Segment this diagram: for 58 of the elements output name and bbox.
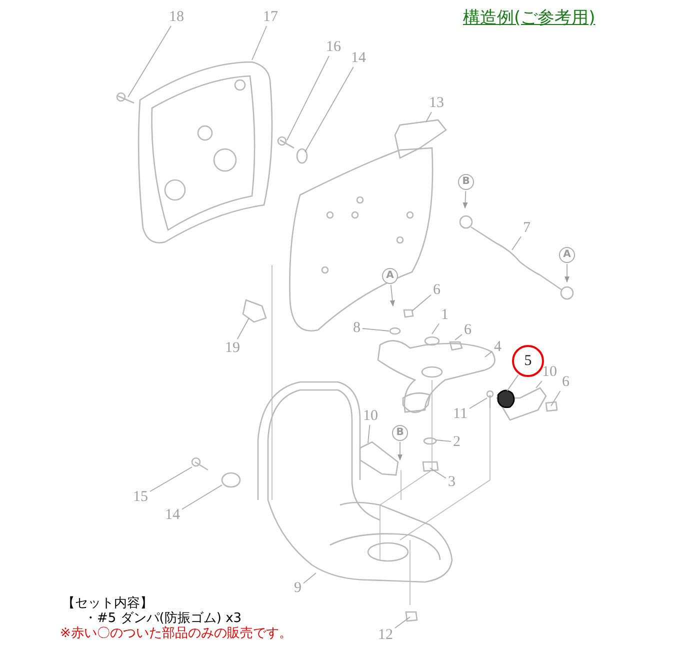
leader-line (432, 323, 440, 334)
leader-line (550, 390, 561, 406)
callout-number: 18 (168, 9, 185, 25)
callout-number: 8 (352, 320, 362, 336)
connection-marker: A (382, 268, 398, 284)
callout-number: 6 (432, 282, 442, 298)
leader-line (128, 26, 172, 98)
arrow (397, 442, 403, 461)
callout-number: 9 (293, 580, 302, 596)
callout-number: 4 (493, 339, 502, 355)
leader-line (412, 294, 432, 312)
callout-number: 19 (224, 340, 241, 356)
callout-number: 3 (447, 474, 456, 490)
leader-line (469, 398, 488, 409)
leader-line (506, 374, 519, 392)
callout-number: 15 (132, 489, 149, 505)
callout-number: 12 (377, 627, 394, 643)
callout-number: 1 (440, 307, 450, 323)
leader-line (362, 328, 390, 332)
callout-number: 14 (164, 507, 181, 523)
leader-line (252, 26, 268, 60)
leader-line (150, 466, 192, 492)
arrow (462, 190, 468, 209)
arrow (390, 284, 395, 307)
leader-line (430, 468, 446, 479)
leader-line (512, 236, 522, 250)
connection-marker: A (559, 247, 575, 263)
arrow (564, 264, 570, 283)
callout-number: 16 (325, 39, 342, 55)
callout-number: 10 (362, 408, 379, 424)
leader-line (536, 380, 542, 388)
leader-line (182, 484, 222, 510)
circled-callout-number: 5 (512, 345, 544, 377)
callout-number: 6 (561, 374, 570, 390)
callout-number: 7 (522, 220, 532, 236)
callout-number: 6 (463, 322, 472, 338)
callout-number: 14 (350, 50, 367, 66)
heading: 【セット内容】 (62, 596, 153, 611)
callout-number: 17 (262, 9, 279, 25)
callout-number: 13 (428, 95, 445, 111)
leader-line (454, 334, 462, 340)
leader-line (394, 616, 410, 628)
note-text: ※赤い〇のついた部品のみの販売です。 (60, 626, 292, 641)
leader-line (304, 66, 354, 152)
leader-line (303, 572, 316, 584)
leader-line (286, 56, 330, 140)
callout-number: 2 (452, 434, 462, 450)
leader-line (236, 318, 250, 340)
leader-line (436, 440, 452, 442)
callout-number: 10 (541, 364, 558, 380)
connection-marker: B (458, 174, 474, 190)
callout-number: 11 (452, 406, 468, 422)
leader-line (484, 351, 492, 358)
title: 構造例(ご参考用) (463, 7, 596, 29)
leader-line (426, 112, 432, 122)
leader-line (368, 424, 370, 444)
note-text: ・#5 ダンパ(防振ゴム) x3 (84, 611, 242, 626)
connection-marker: B (392, 425, 408, 441)
